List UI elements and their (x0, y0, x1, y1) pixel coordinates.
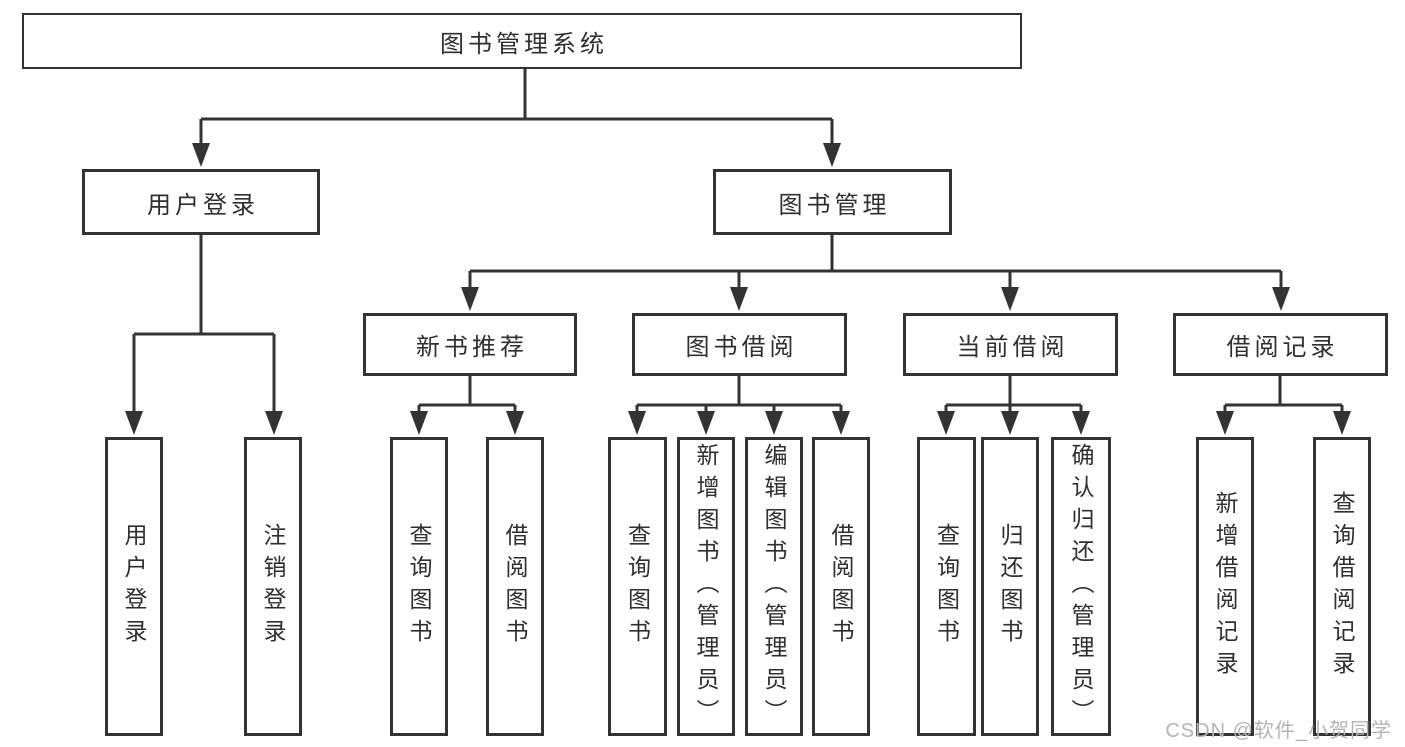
connector-current-to-leaves (946, 376, 1081, 407)
leaf-confirm-return-admin: 确认归还（管理员） (1051, 437, 1111, 736)
node-root: 图书管理系统 (22, 13, 1022, 69)
connector-borrow-to-leaves (637, 376, 841, 407)
leaf-edit-book-admin: 编辑图书（管理员） (745, 437, 803, 736)
leaf-query-books-current: 查询图书 (917, 437, 976, 736)
node-current-borrow: 当前借阅 (903, 313, 1118, 376)
leaf-borrow-books-borrow: 借阅图书 (812, 437, 870, 736)
connector-root-to-level2 (201, 69, 832, 121)
watermark: CSDN @软件_小贺同学 (1165, 720, 1392, 742)
node-book-borrow: 图书借阅 (632, 313, 847, 376)
leaf-add-borrow-record: 新增借阅记录 (1196, 437, 1254, 736)
connector-newbook-to-leaves (419, 376, 515, 407)
leaf-query-borrow-record: 查询借阅记录 (1313, 437, 1371, 736)
node-borrow-records: 借阅记录 (1173, 313, 1388, 376)
arrow-shafts-level2 (199, 119, 834, 149)
leaf-borrow-books-recommend: 借阅图书 (486, 437, 544, 736)
arrowheads (125, 143, 1351, 435)
leaf-query-books-borrow: 查询图书 (608, 437, 667, 736)
connector-records-to-leaves (1225, 376, 1342, 407)
arrow-shafts-leaves (417, 405, 1344, 417)
connector-bookmgmt-to-level3 (470, 235, 1281, 273)
leaf-logout: 注销登录 (244, 437, 302, 736)
node-book-management: 图书管理 (713, 169, 952, 235)
node-new-book-recommend: 新书推荐 (363, 313, 577, 376)
leaf-add-book-admin: 新增图书（管理员） (677, 437, 735, 736)
arrow-shafts-userlogin-leaves (132, 334, 276, 417)
arrow-shafts-level3 (468, 271, 1283, 293)
leaf-return-book: 归还图书 (981, 437, 1039, 736)
node-user-login: 用户登录 (82, 169, 320, 235)
leaf-query-books-recommend: 查询图书 (390, 437, 448, 736)
connector-userlogin-to-leaves (134, 235, 274, 336)
leaf-user-login: 用户登录 (105, 437, 163, 736)
